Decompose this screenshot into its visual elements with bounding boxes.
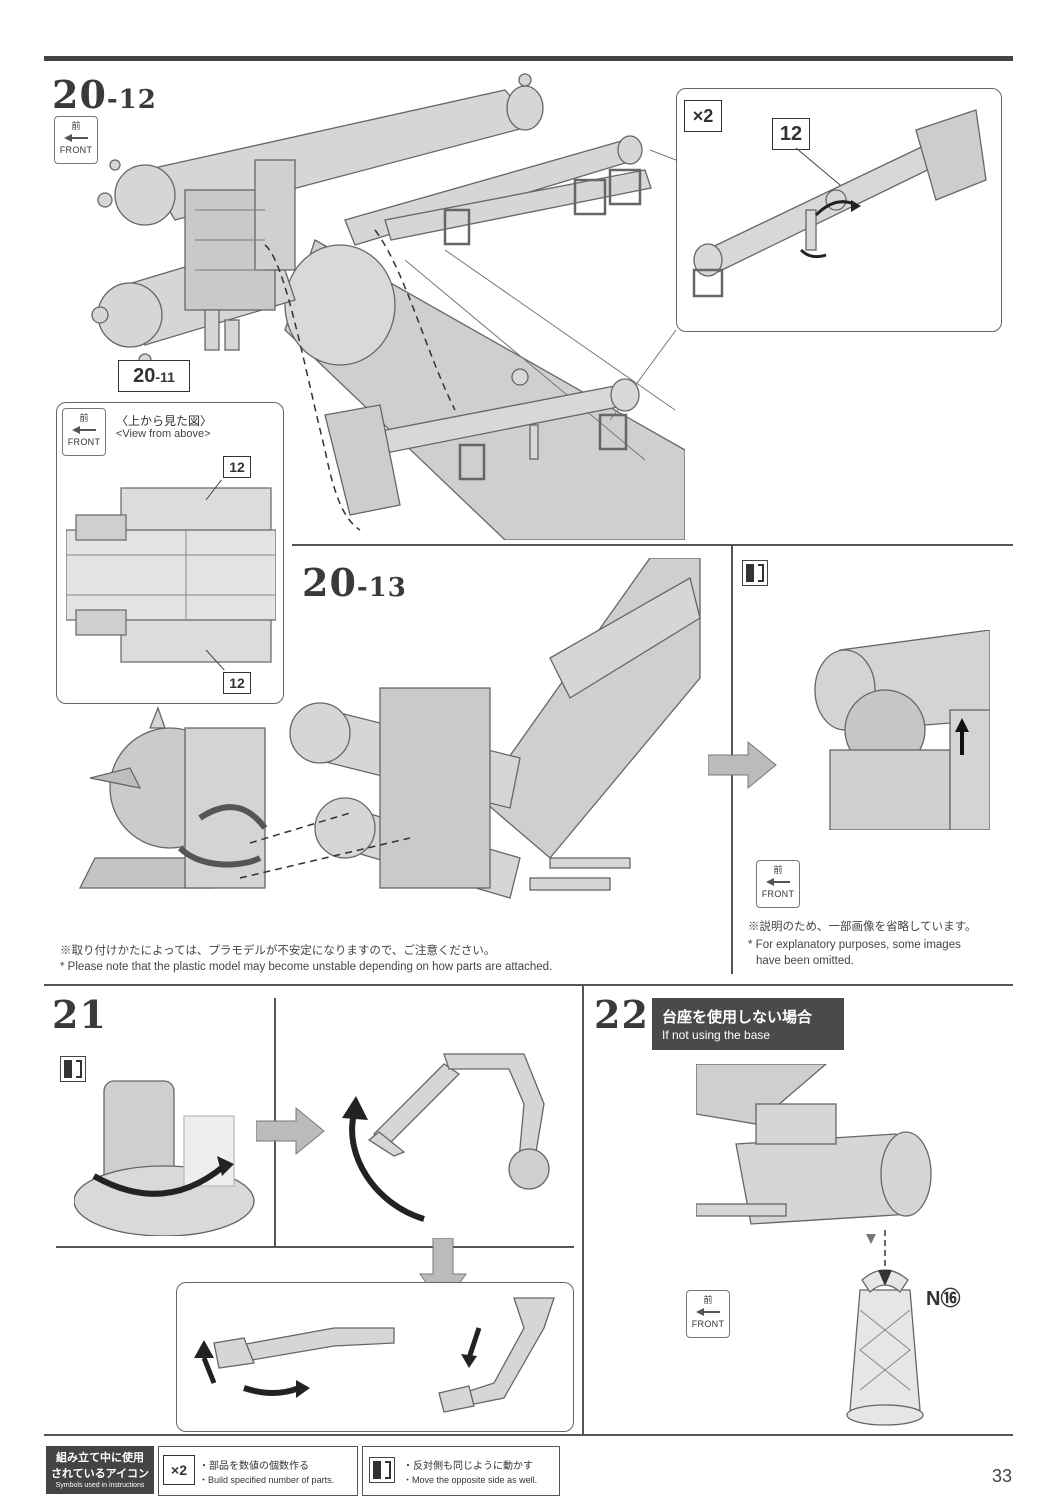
part-label-12-bottom: 12 xyxy=(223,672,251,694)
top-rule xyxy=(44,56,1013,61)
mirror-both-sides-icon xyxy=(742,560,768,586)
step-22-illustration xyxy=(696,1064,932,1244)
front-badge-back-view: 前 FRONT xyxy=(756,860,800,908)
part-label-12-top: 12 xyxy=(223,456,251,478)
part-ref-20-11: 20-11 xyxy=(118,360,190,392)
top-view-illustration xyxy=(66,480,276,670)
step-20-12-title: 20-12 xyxy=(52,72,157,117)
front-arrow-icon xyxy=(64,134,88,142)
legend-x2: ×2 ・部品を数値の個数作る ・Build specified number o… xyxy=(158,1446,358,1496)
step-20-13-illustration xyxy=(78,558,701,899)
mirror-both-sides-icon xyxy=(369,1457,395,1483)
part-label-12: 12 xyxy=(772,118,810,150)
mirror-both-sides-icon xyxy=(60,1056,86,1082)
front-badge-step-22: 前 FRONT xyxy=(686,1290,730,1338)
base-stand-n16-illustration xyxy=(846,1230,924,1426)
legend-mirror-jp: ・反対側も同じように動かす xyxy=(403,1461,533,1472)
divider-20-13-top xyxy=(292,544,1013,546)
divider-steps-21-22 xyxy=(44,984,1013,986)
step-21-arm-illustration xyxy=(342,1053,550,1222)
step-21-left-illustration xyxy=(74,1080,255,1236)
page-number: 33 xyxy=(992,1466,1013,1486)
unstable-note-jp: ※取り付けかたによっては、プラモデルが不安定になりますので、ご注意ください。 xyxy=(60,945,496,957)
legend-title-2: されているアイコン xyxy=(50,1468,150,1480)
legend-title-1: 組み立て中に使用 xyxy=(56,1452,144,1464)
times2-icon: ×2 xyxy=(684,100,722,132)
step-20-13-title: 20-13 xyxy=(302,560,407,605)
front-badge: 前 FRONT xyxy=(54,116,98,164)
legend-x2-en: ・Build specified number of parts. xyxy=(199,1475,335,1485)
step-20-12-illustration xyxy=(91,73,685,540)
bazooka-part-12-illustration xyxy=(692,109,987,298)
omitted-note-en-2: have been omitted. xyxy=(756,955,854,967)
part-label-n16: N⑯ xyxy=(926,1288,961,1310)
step-21-detail-illustration xyxy=(194,1297,555,1413)
unstable-note-en: * Please note that the plastic model may… xyxy=(60,961,553,973)
lower-bazooka-illustration xyxy=(324,368,640,516)
legend-x2-jp: ・部品を数値の個数作る xyxy=(199,1461,309,1472)
front-badge-above: 前 FRONT xyxy=(62,408,106,456)
legend-title-box: 組み立て中に使用 されているアイコン Symbols used in instr… xyxy=(46,1446,154,1494)
front-arrow-icon xyxy=(766,878,790,886)
bottom-rule xyxy=(44,1434,1013,1436)
step-22-banner-jp: 台座を使用しない場合 xyxy=(662,1009,813,1026)
view-from-above-en: <View from above> xyxy=(116,428,211,440)
next-arrow-icon xyxy=(708,740,777,790)
legend-mirror: ・反対側も同じように動かす ・Move the opposite side as… xyxy=(362,1446,560,1496)
divider-21-22-vertical xyxy=(582,984,584,1434)
legend-mirror-en: ・Move the opposite side as well. xyxy=(403,1475,538,1485)
legend-x2-icon: ×2 xyxy=(163,1455,195,1485)
step-21-right-arrow-icon xyxy=(256,1106,325,1156)
legend-title-en: Symbols used in instructions xyxy=(55,1482,145,1489)
back-view-illustration xyxy=(814,630,990,830)
front-arrow-icon xyxy=(696,1308,720,1316)
omitted-note-en-1: * For explanatory purposes, some images xyxy=(748,939,961,951)
step-22-title: 22 xyxy=(594,992,649,1037)
divider-21-inner-horizontal xyxy=(56,1246,574,1248)
front-arrow-icon xyxy=(72,426,96,434)
view-from-above-jp: 〈上から見た図〉 xyxy=(116,414,213,428)
step-22-banner-en: If not using the base xyxy=(662,1028,771,1042)
step-21-title: 21 xyxy=(52,992,107,1037)
omitted-note-jp: ※説明のため、一部画像を省略しています。 xyxy=(748,921,977,933)
step-22-banner: 台座を使用しない場合 If not using the base xyxy=(652,998,844,1050)
